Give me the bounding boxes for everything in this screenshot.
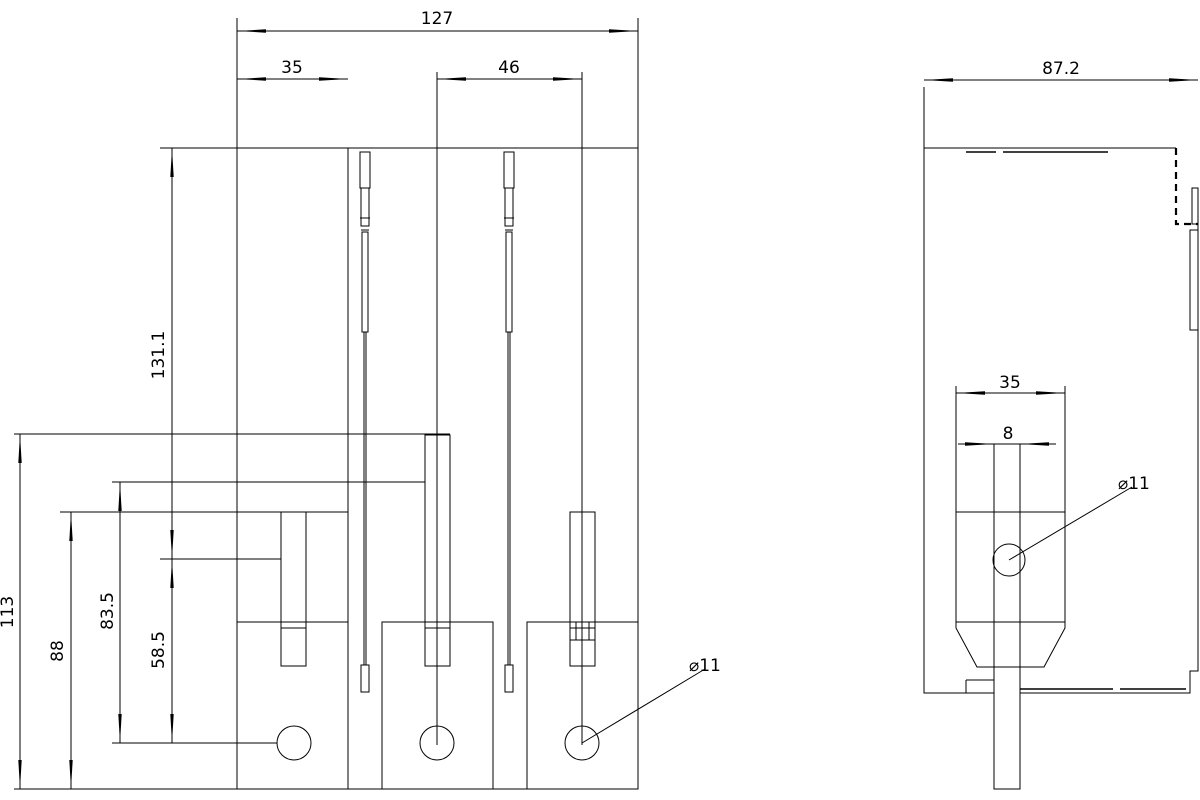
dim-text-127: 127 [421, 9, 453, 29]
side-view: 87.2 35 8 ⌀11 [923, 59, 1199, 790]
front-view: 127 35 46 131.1 58.5 113 88 83.5 ⌀11 [0, 9, 721, 790]
pole-rod-1 [359, 151, 371, 693]
dim-text-88: 88 [48, 640, 68, 662]
mounting-holes [276, 725, 600, 761]
side-leader-hole-diameter [1008, 486, 1133, 561]
side-terminal-housing [955, 386, 1066, 668]
side-dim-text-87-2: 87.2 [1042, 59, 1080, 79]
side-dim-text-hole-diameter: ⌀11 [1118, 474, 1150, 494]
dim-text-58-5: 58.5 [149, 631, 169, 669]
dim-text-83-5: 83.5 [98, 592, 118, 630]
leader-hole-diameter [581, 668, 706, 744]
contact-bars [280, 434, 596, 667]
dim-text-131-1: 131.1 [149, 331, 169, 380]
side-mounting-hole [992, 543, 1026, 577]
side-dim-text-8: 8 [1003, 424, 1014, 444]
side-contact-bar [993, 443, 1021, 790]
pole-rod-2 [503, 151, 515, 693]
extension-lines [14, 18, 639, 790]
dim-text-46: 46 [498, 58, 520, 78]
dim-text-hole-diameter: ⌀11 [689, 656, 721, 676]
side-hidden-edge [1174, 148, 1198, 226]
dim-text-35: 35 [281, 58, 303, 78]
dimension-lines [18, 29, 706, 789]
side-dim-line-8 [958, 442, 1056, 446]
side-dim-text-35: 35 [999, 373, 1021, 393]
side-body-outline [923, 87, 1199, 694]
dim-text-113: 113 [0, 596, 18, 628]
